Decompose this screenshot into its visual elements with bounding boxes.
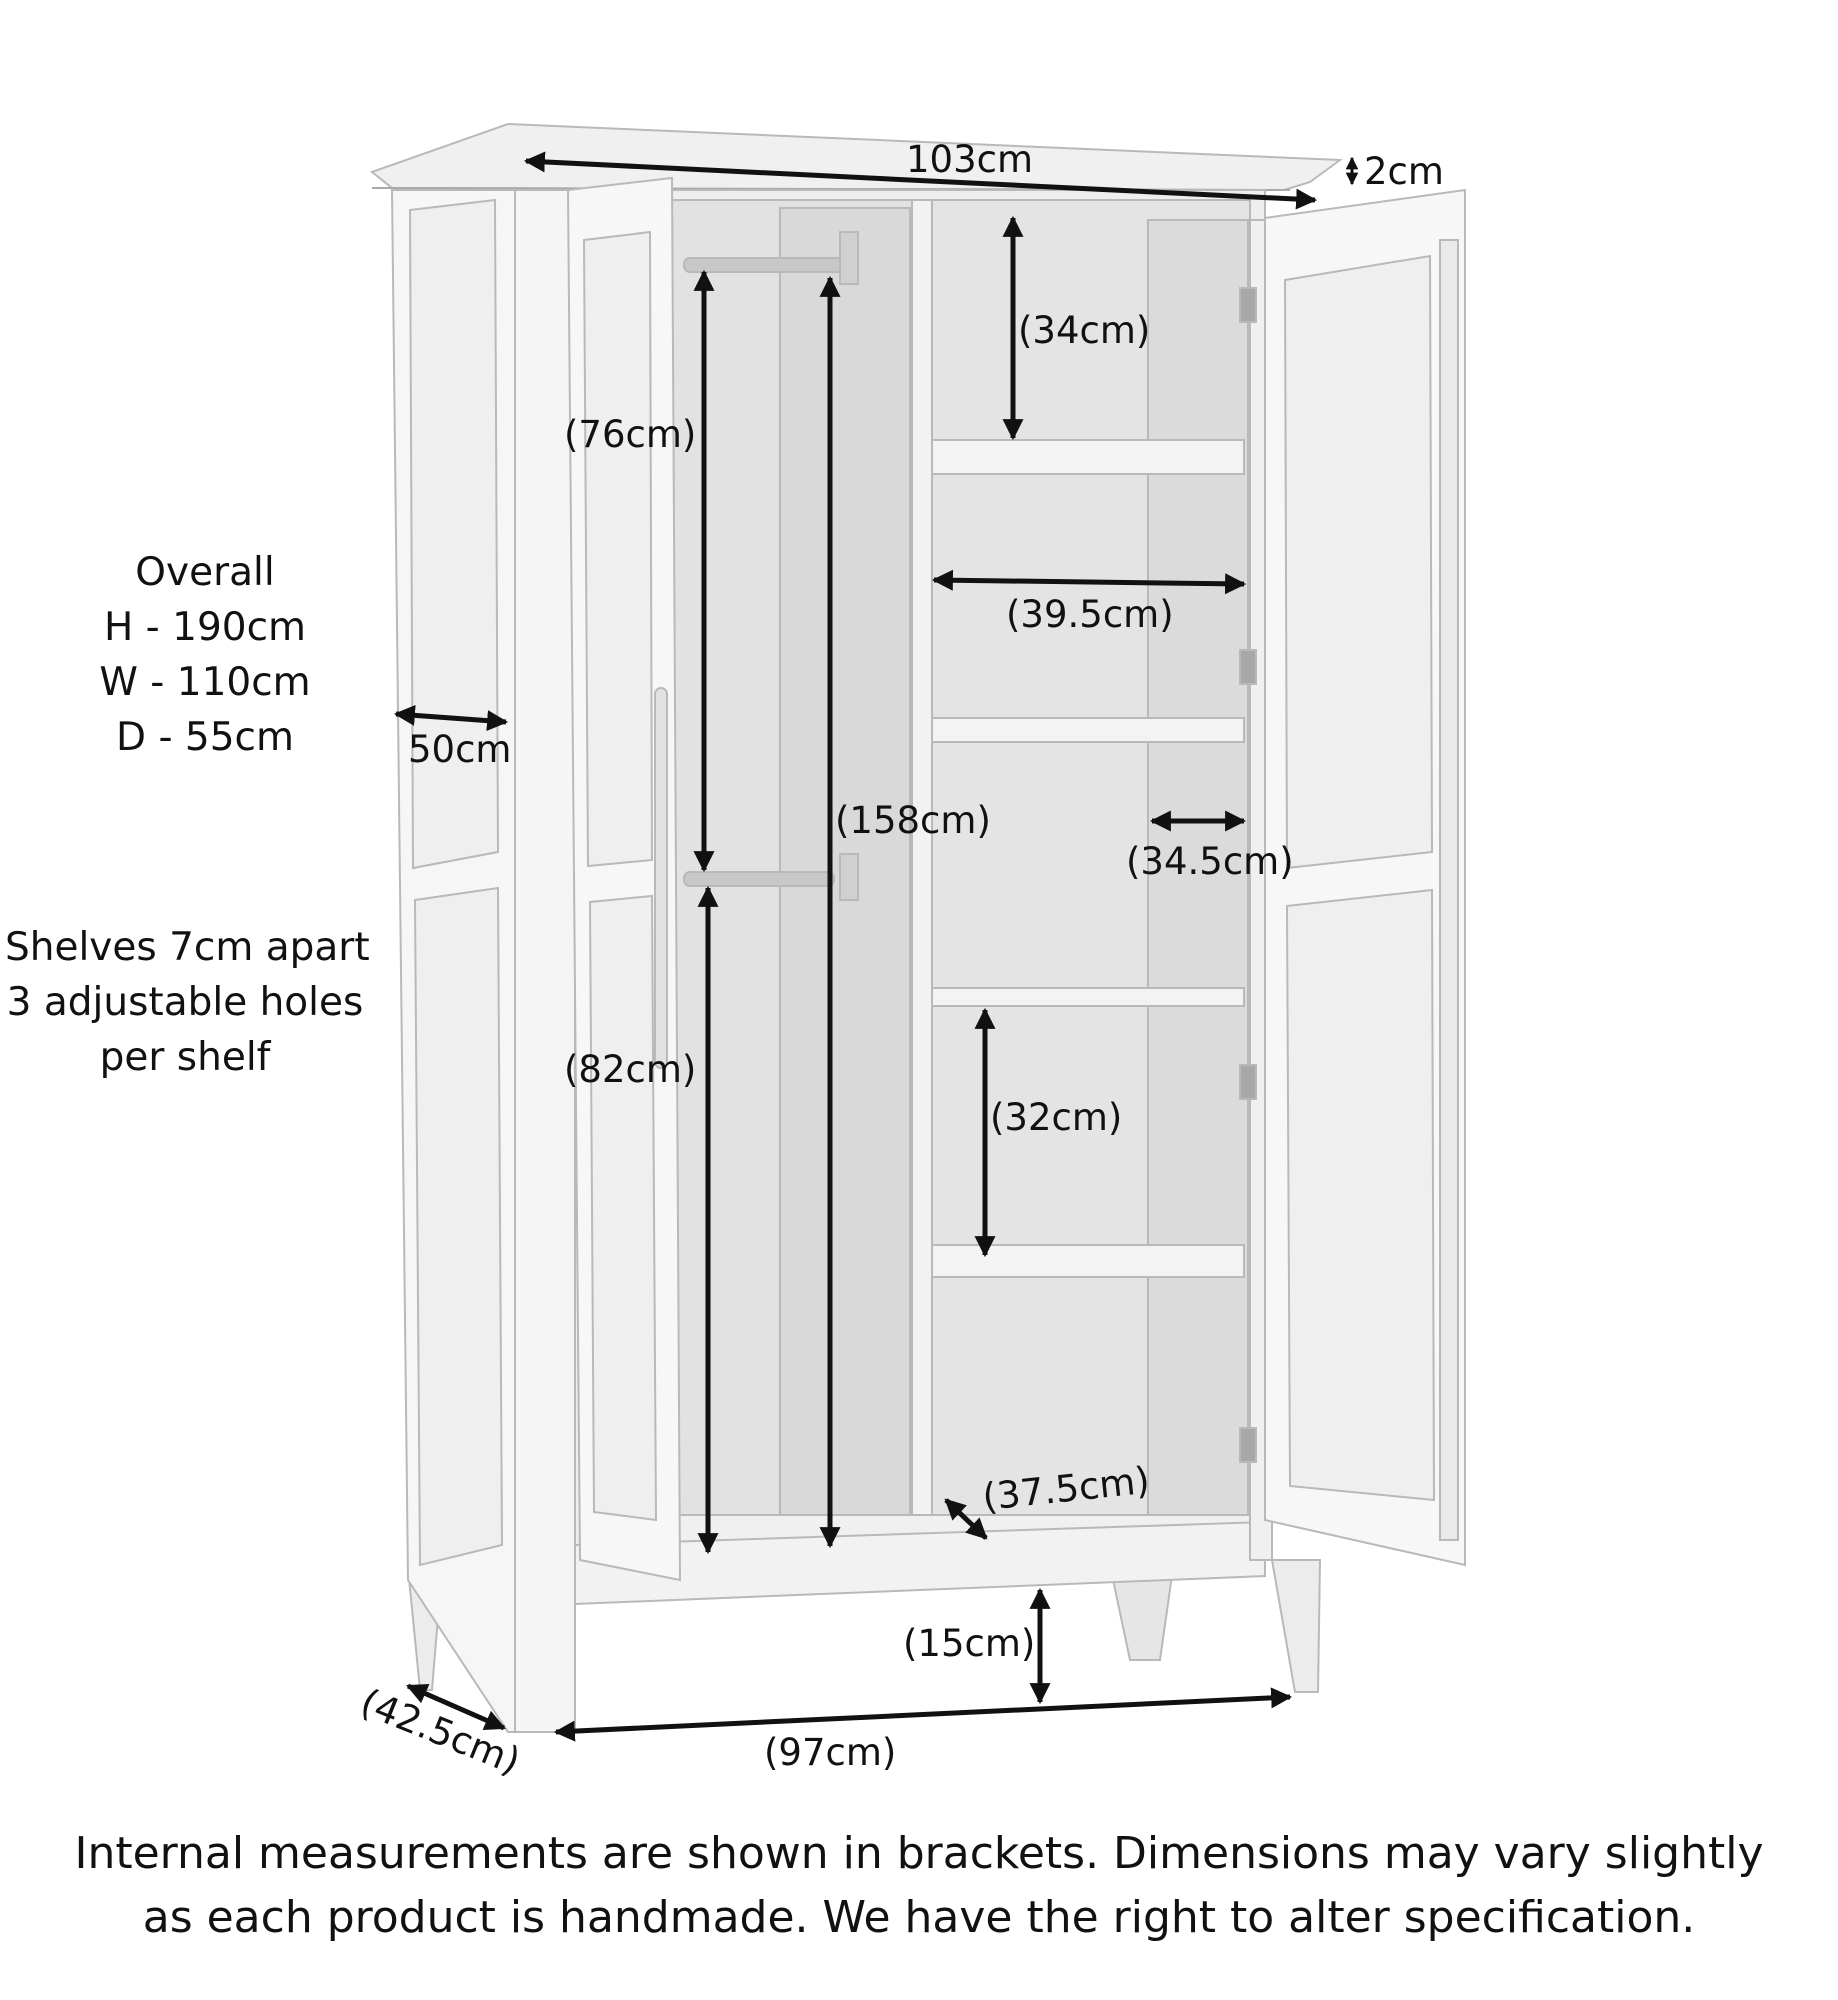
label-top-thickness: 2cm	[1364, 150, 1444, 193]
front-right-leg	[1110, 1574, 1174, 1661]
arrow-base-depth	[944, 1498, 988, 1540]
arrow-top-width	[523, 151, 1318, 210]
shelf-note-line-3: per shelf	[99, 1035, 271, 1080]
footer-line-2: as each product is handmade. We have the…	[142, 1892, 1696, 1943]
overall-dimensions-note: Overall H - 190cm W - 110cm D - 55cm	[60, 545, 350, 765]
upper-hanging-rail	[683, 257, 845, 273]
label-base-width: (97cm)	[764, 1731, 896, 1774]
overall-depth: D - 55cm	[116, 715, 294, 760]
back-right-leg	[1270, 1559, 1322, 1693]
arrow-side-depth	[393, 704, 509, 732]
shelf-note-line-2: 3 adjustable holes	[6, 980, 364, 1025]
label-side-depth: 50cm	[408, 728, 511, 771]
left-door-panel-upper	[582, 230, 654, 868]
label-rail-lower: (82cm)	[564, 1048, 696, 1091]
front-left-stile	[514, 189, 576, 1733]
arrow-side-base-depth	[406, 1683, 506, 1731]
shelf-2	[931, 717, 1245, 743]
right-door-panel-upper	[1283, 254, 1434, 870]
label-rail-upper: (76cm)	[564, 413, 696, 456]
base-apron	[574, 1520, 1266, 1606]
hinge-3	[1239, 1064, 1257, 1100]
right-door-edge	[1439, 239, 1459, 1541]
dimension-labels: 103cm 2cm 50cm (76cm) (82cm) (158cm) (34…	[355, 138, 1444, 1783]
footer-line-1: Internal measurements are shown in brack…	[74, 1828, 1764, 1879]
rail-bracket-lower	[839, 853, 859, 901]
dimension-arrows	[393, 151, 1359, 1742]
shelf-1	[931, 439, 1245, 475]
left-side-panel-inner-upper	[408, 198, 500, 870]
left-door-panel-lower	[588, 894, 658, 1522]
left-door-handle	[654, 687, 668, 1069]
central-divider	[911, 199, 933, 1546]
left-side-panel-inner-lower	[413, 886, 504, 1567]
label-shelf-depth: (34.5cm)	[1126, 840, 1294, 883]
label-lower-shelf-height: (32cm)	[990, 1096, 1122, 1139]
rail-bracket-upper	[839, 231, 859, 285]
overall-height: H - 190cm	[103, 605, 307, 650]
wardrobe-illustration	[369, 122, 1466, 1733]
shelf-note: Shelves 7cm apart 3 adjustable holes per…	[5, 920, 370, 1085]
label-leg-height: (15cm)	[903, 1622, 1035, 1665]
arrow-shelf-width	[931, 569, 1247, 595]
shelf-note-line-1: Shelves 7cm apart	[5, 925, 370, 970]
hinge-2	[1239, 649, 1257, 685]
right-door-panel-lower	[1285, 888, 1436, 1502]
hinge-1	[1239, 287, 1257, 323]
arrow-base-width	[553, 1687, 1293, 1742]
label-hanging-height: (158cm)	[835, 799, 991, 842]
lower-hanging-rail	[683, 871, 835, 887]
label-top-shelf-height: (34cm)	[1018, 309, 1150, 352]
hinge-4	[1239, 1427, 1257, 1463]
top-slab	[369, 122, 1343, 192]
footer-disclaimer: Internal measurements are shown in brack…	[0, 1822, 1838, 1950]
shelf-3	[931, 987, 1245, 1007]
overall-heading: Overall	[135, 550, 275, 595]
overall-width: W - 110cm	[99, 660, 311, 705]
label-shelf-width: (39.5cm)	[1006, 593, 1174, 636]
label-top-width: 103cm	[906, 138, 1033, 181]
shelf-4	[931, 1244, 1245, 1278]
